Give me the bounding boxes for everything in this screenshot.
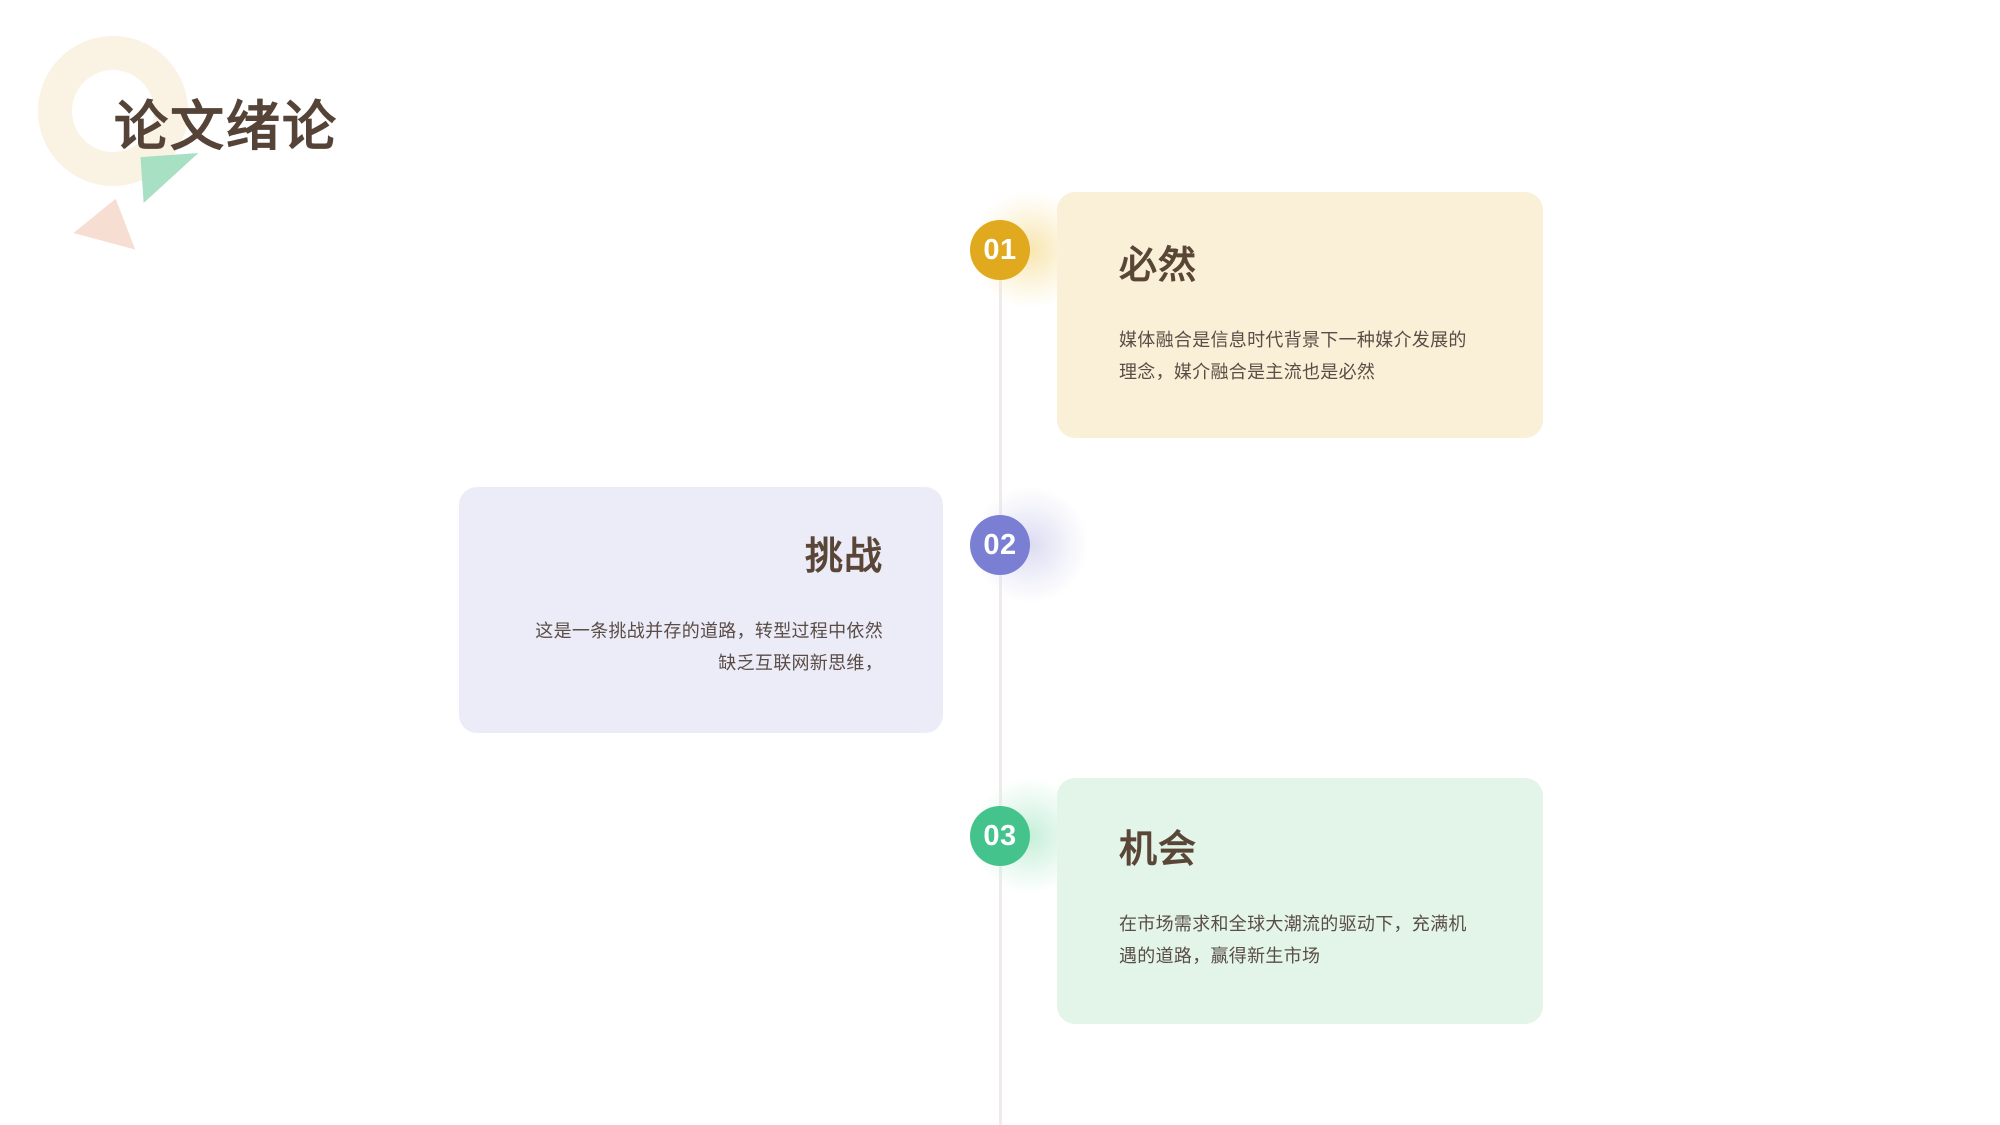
timeline-card-01[interactable]: 必然 媒体融合是信息时代背景下一种媒介发展的理念，媒介融合是主流也是必然 (1057, 192, 1543, 438)
timeline-badge-label-03: 03 (983, 819, 1017, 852)
timeline-card-body-02: 这是一条挑战并存的道路，转型过程中依然缺乏互联网新思维， (535, 620, 883, 673)
timeline-badge-label-01: 01 (983, 233, 1017, 266)
pink-triangle-icon (73, 190, 147, 250)
timeline-badge-03[interactable]: 03 (970, 806, 1030, 866)
timeline-card-03[interactable]: 机会 在市场需求和全球大潮流的驱动下，充满机遇的道路，赢得新生市场 (1057, 778, 1543, 1024)
timeline-badge-01[interactable]: 01 (970, 220, 1030, 280)
timeline-badge-label-02: 02 (983, 528, 1017, 561)
timeline-card-title-02: 挑战 (804, 536, 883, 578)
timeline-card-body-01: 媒体融合是信息时代背景下一种媒介发展的理念，媒介融合是主流也是必然 (1119, 329, 1467, 382)
timeline-axis (999, 222, 1002, 1125)
timeline-card-title-03: 机会 (1119, 829, 1198, 871)
page-title: 论文绪论 (114, 97, 338, 157)
mint-triangle-icon (140, 153, 202, 203)
timeline-card-title-01: 必然 (1119, 245, 1198, 287)
timeline-badge-02[interactable]: 02 (970, 515, 1030, 575)
timeline-card-02[interactable]: 挑战 这是一条挑战并存的道路，转型过程中依然缺乏互联网新思维， (459, 487, 943, 733)
timeline-card-body-03: 在市场需求和全球大潮流的驱动下，充满机遇的道路，赢得新生市场 (1119, 913, 1467, 966)
